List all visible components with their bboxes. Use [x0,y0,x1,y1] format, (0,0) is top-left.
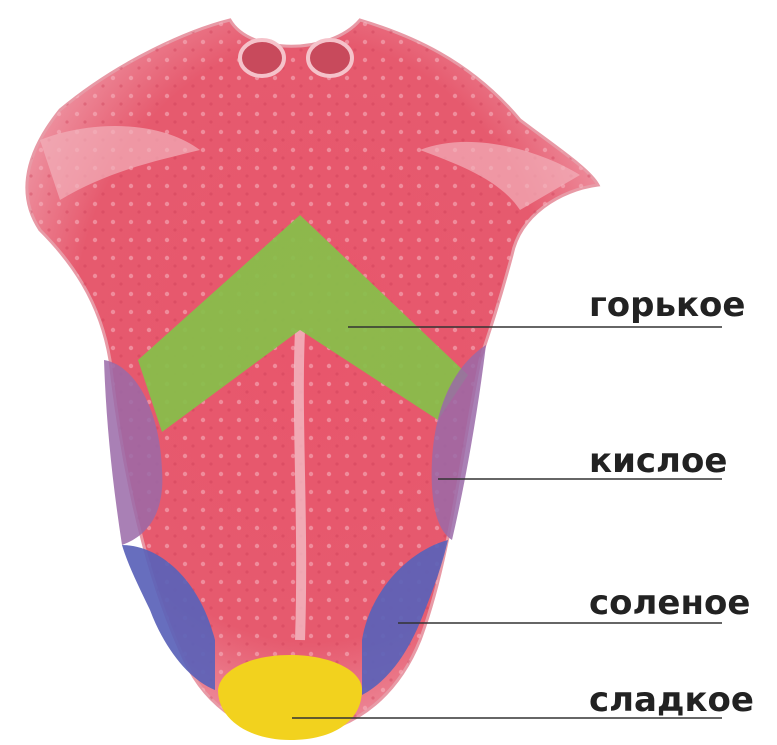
salty-label: соленое [589,583,750,623]
bitter-label: горькое [589,285,745,325]
foramen [240,40,284,76]
median-groove [299,330,301,640]
sweet-zone [218,655,362,740]
foramen [308,40,352,76]
sour-label: кислое [589,441,727,481]
sweet-label: сладкое [589,680,754,720]
